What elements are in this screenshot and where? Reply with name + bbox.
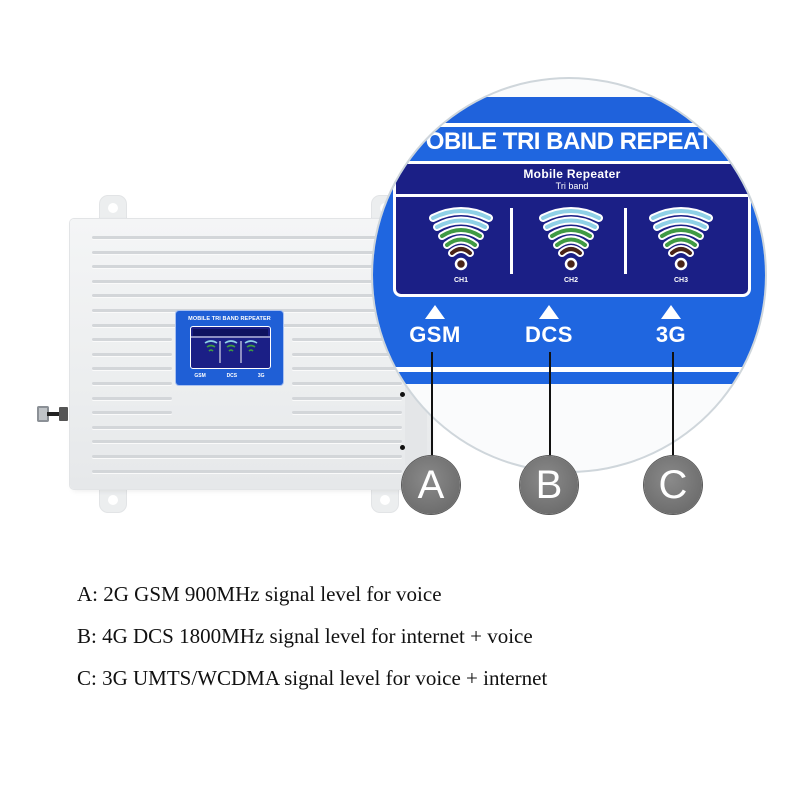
marker-badge-b: B <box>520 456 578 514</box>
zoom-label-title: OBILE TRI BAND REPEAT <box>425 128 713 155</box>
triangle-up-icon <box>661 305 681 319</box>
indicator-led-3 <box>400 392 405 397</box>
repeater-display-panel: Mobile Repeater Tri band CH1 <box>393 161 751 297</box>
leader-line-b <box>549 352 551 460</box>
device-front-label: MOBILE TRI BAND REPEATER GSM DCS 3G <box>176 311 283 385</box>
band-3g-label: 3G <box>655 322 687 347</box>
leader-line-c <box>672 352 674 460</box>
band-dcs-label: DCS <box>525 322 573 347</box>
device-band-gsm: GSM <box>194 373 206 379</box>
band-3g: 3G <box>631 305 711 348</box>
channel-separator <box>510 208 513 274</box>
legend: A: 2G GSM 900MHz signal level for voice … <box>77 578 547 704</box>
triangle-up-icon <box>539 305 559 319</box>
antenna-connector-icon <box>37 404 71 424</box>
marker-badge-a: A <box>402 456 460 514</box>
device-label-title: MOBILE TRI BAND REPEATER <box>188 316 271 322</box>
mini-signal-icons <box>191 329 270 363</box>
leader-line-a <box>431 352 433 460</box>
panel-subheading: Tri band <box>555 181 589 191</box>
band-dcs: DCS <box>509 305 589 348</box>
channel-1: CH1 <box>421 204 501 284</box>
legend-item-b: B: 4G DCS 1800MHz signal level for inter… <box>77 624 533 648</box>
channel-separator <box>624 208 627 274</box>
repeater-device-body <box>70 219 430 489</box>
marker-badge-c: C <box>644 456 702 514</box>
mounting-tab-bottom-right <box>372 486 398 512</box>
indicator-led-4 <box>400 445 405 450</box>
signal-strength-icon <box>429 207 493 271</box>
label-top-band <box>433 97 708 123</box>
triangle-up-icon <box>425 305 445 319</box>
band-gsm-label: GSM <box>409 322 461 347</box>
zoom-magnifier-circle: OBILE TRI BAND REPEAT Mobile Repeater Tr… <box>373 79 765 471</box>
mounting-tab-bottom-left <box>100 486 126 512</box>
legend-item-a: A: 2G GSM 900MHz signal level for voice <box>77 582 442 606</box>
channel-3: CH3 <box>641 204 721 284</box>
band-gsm: GSM <box>395 305 475 348</box>
channel-1-label: CH1 <box>453 277 468 284</box>
channel-2: CH2 <box>531 204 611 284</box>
device-band-3g: 3G <box>257 373 265 379</box>
signal-strength-icon <box>649 207 713 271</box>
device-label-screen <box>190 326 271 369</box>
device-band-dcs: DCS <box>226 373 238 379</box>
mounting-tab-top-left <box>100 196 126 222</box>
channel-2-label: CH2 <box>563 277 578 284</box>
panel-heading: Mobile Repeater <box>523 167 621 181</box>
channel-3-label: CH3 <box>673 277 688 284</box>
signal-strength-icon <box>539 207 603 271</box>
legend-item-c: C: 3G UMTS/WCDMA signal level for voice … <box>77 666 548 690</box>
